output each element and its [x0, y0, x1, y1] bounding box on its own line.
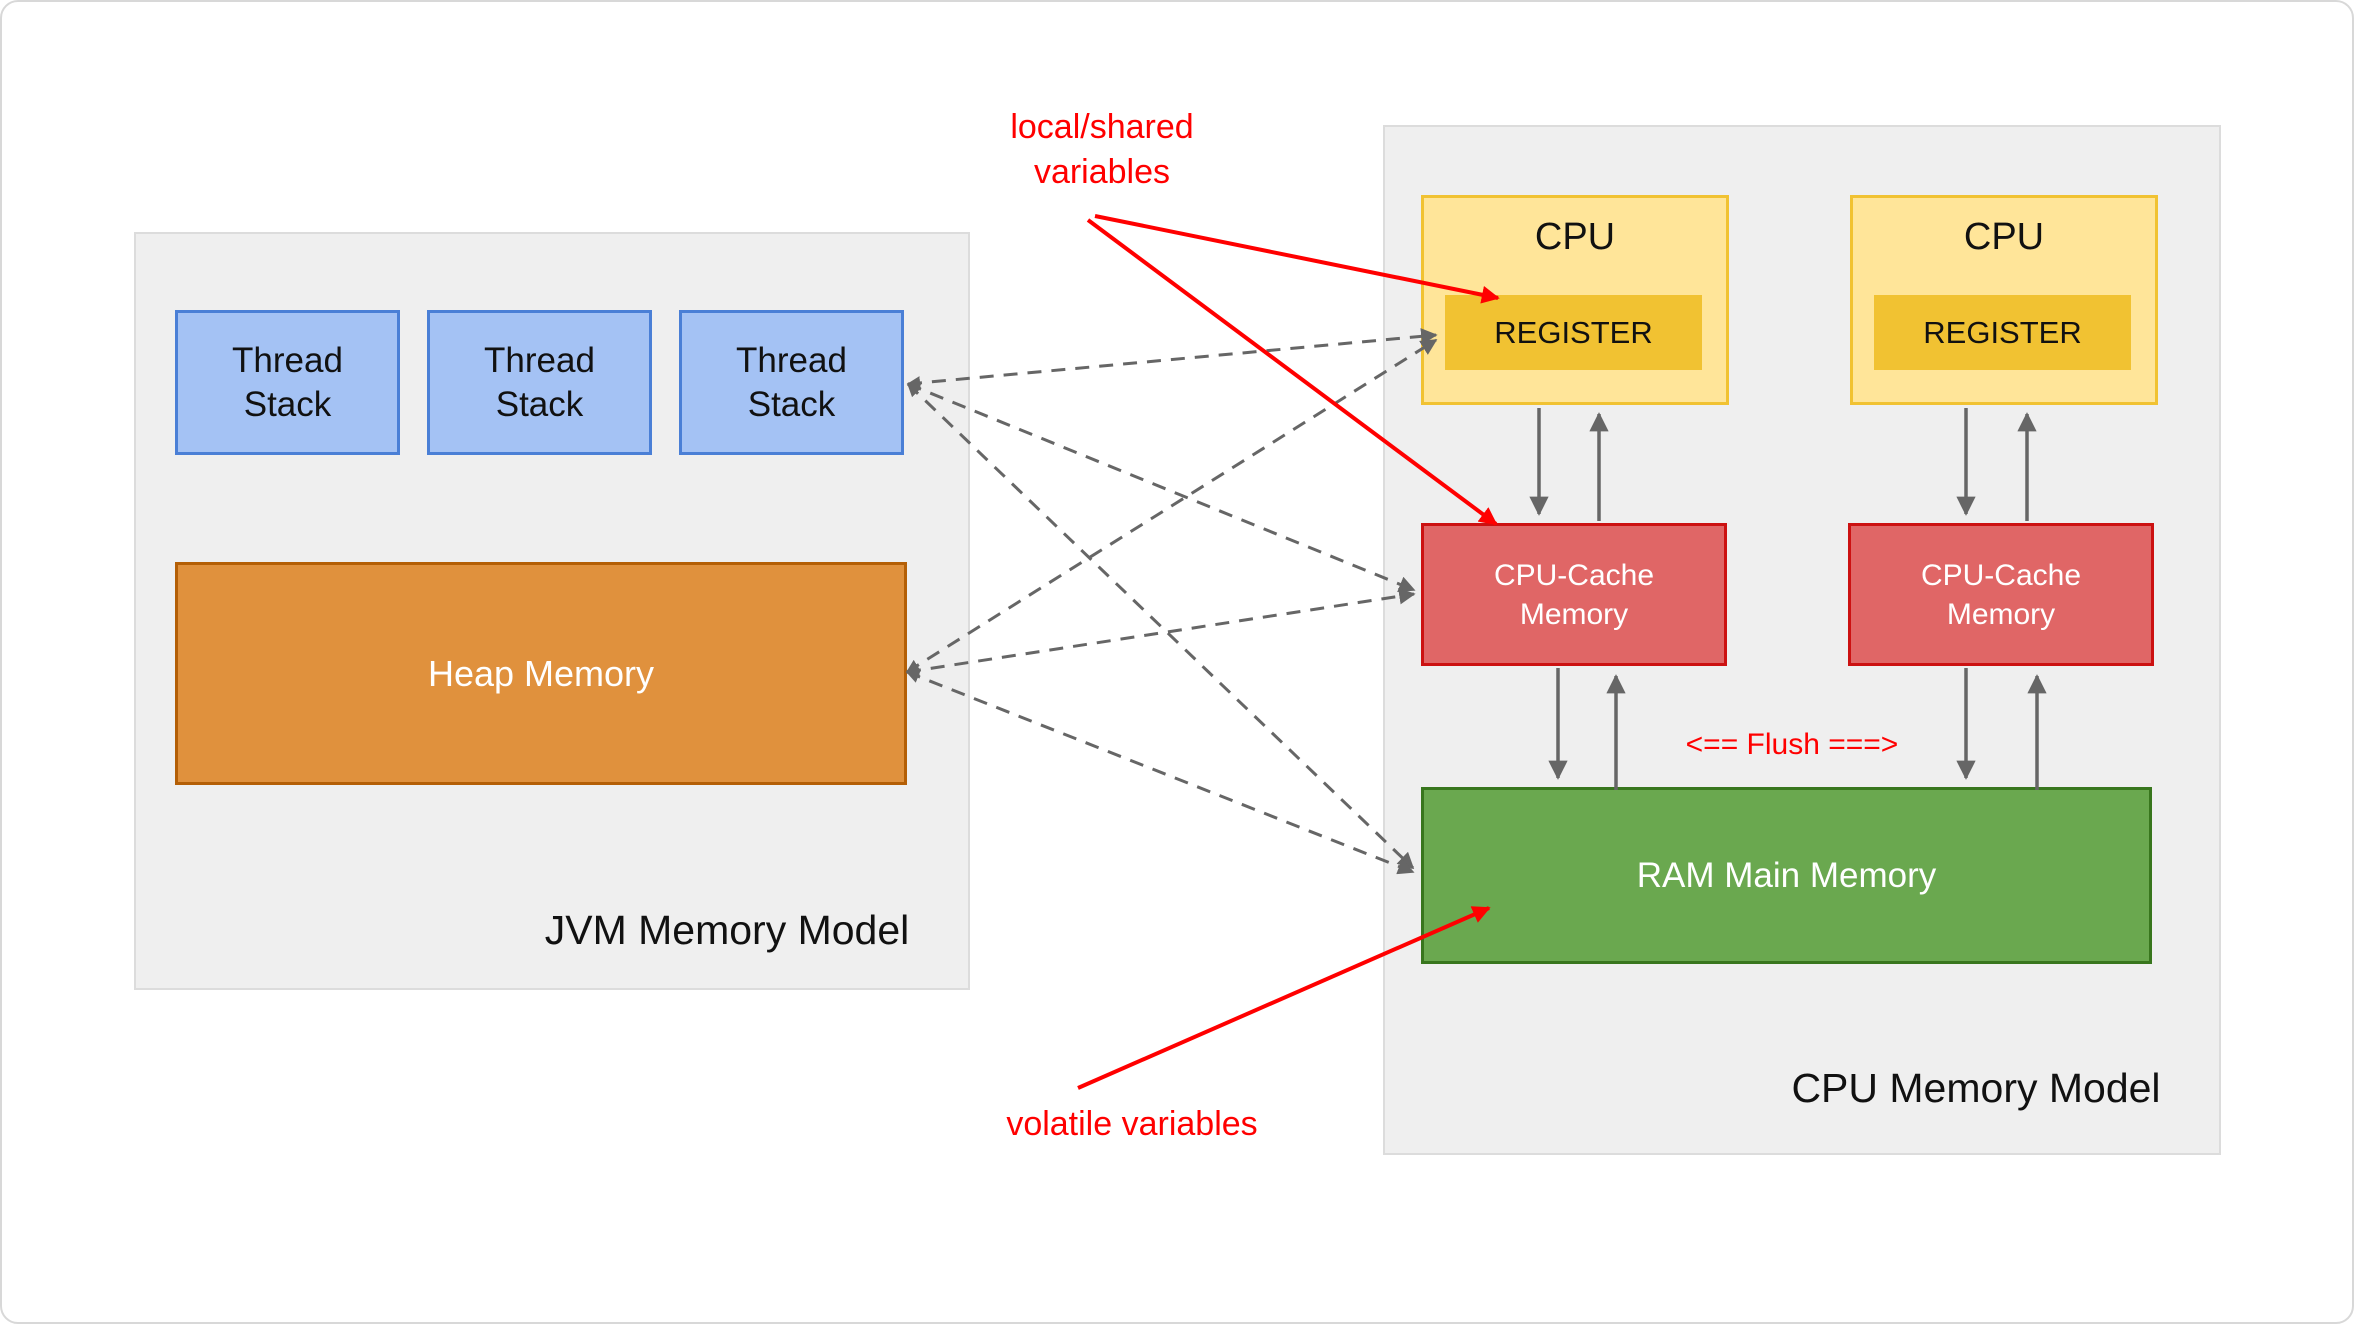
thread-stack-box-2: Thread Stack: [427, 310, 652, 455]
local-shared-variables-note: local/shared variables: [1010, 108, 1194, 191]
thread-stack-box-1: Thread Stack: [175, 310, 400, 455]
register-box-2: REGISTER: [1874, 295, 2131, 370]
cpu-box-2: CPU REGISTER: [1850, 195, 2158, 405]
dashed-link-threadstack-cache: [906, 382, 1416, 593]
cpu-label-2: CPU: [1963, 216, 2045, 258]
volatile-variables-note: volatile variables: [1006, 1105, 1258, 1143]
dashed-link-heap-register: [905, 338, 1438, 674]
dashed-link-heap-ram: [905, 670, 1415, 875]
cpu-cache-memory-box-2: CPU-Cache Memory: [1848, 523, 2154, 666]
jvm-panel-title: JVM Memory Model: [544, 907, 910, 953]
dashed-link-heap-cache: [905, 588, 1416, 677]
flush-label: <== Flush ===>: [1685, 728, 1899, 761]
cpu-box-1: CPU REGISTER: [1421, 195, 1729, 405]
register-box-1: REGISTER: [1445, 295, 1702, 370]
dashed-link-threadstack-register: [906, 328, 1438, 390]
heap-memory-box: Heap Memory: [175, 562, 907, 785]
cpu-cache-memory-box-1: CPU-Cache Memory: [1421, 523, 1727, 666]
ram-main-memory-box: RAM Main Memory: [1421, 787, 2152, 964]
cpu-panel-title: CPU Memory Model: [1791, 1065, 2161, 1111]
thread-stack-box-3: Thread Stack: [679, 310, 904, 455]
cpu-label-1: CPU: [1534, 216, 1616, 258]
dashed-link-threadstack-ram: [906, 382, 1415, 870]
